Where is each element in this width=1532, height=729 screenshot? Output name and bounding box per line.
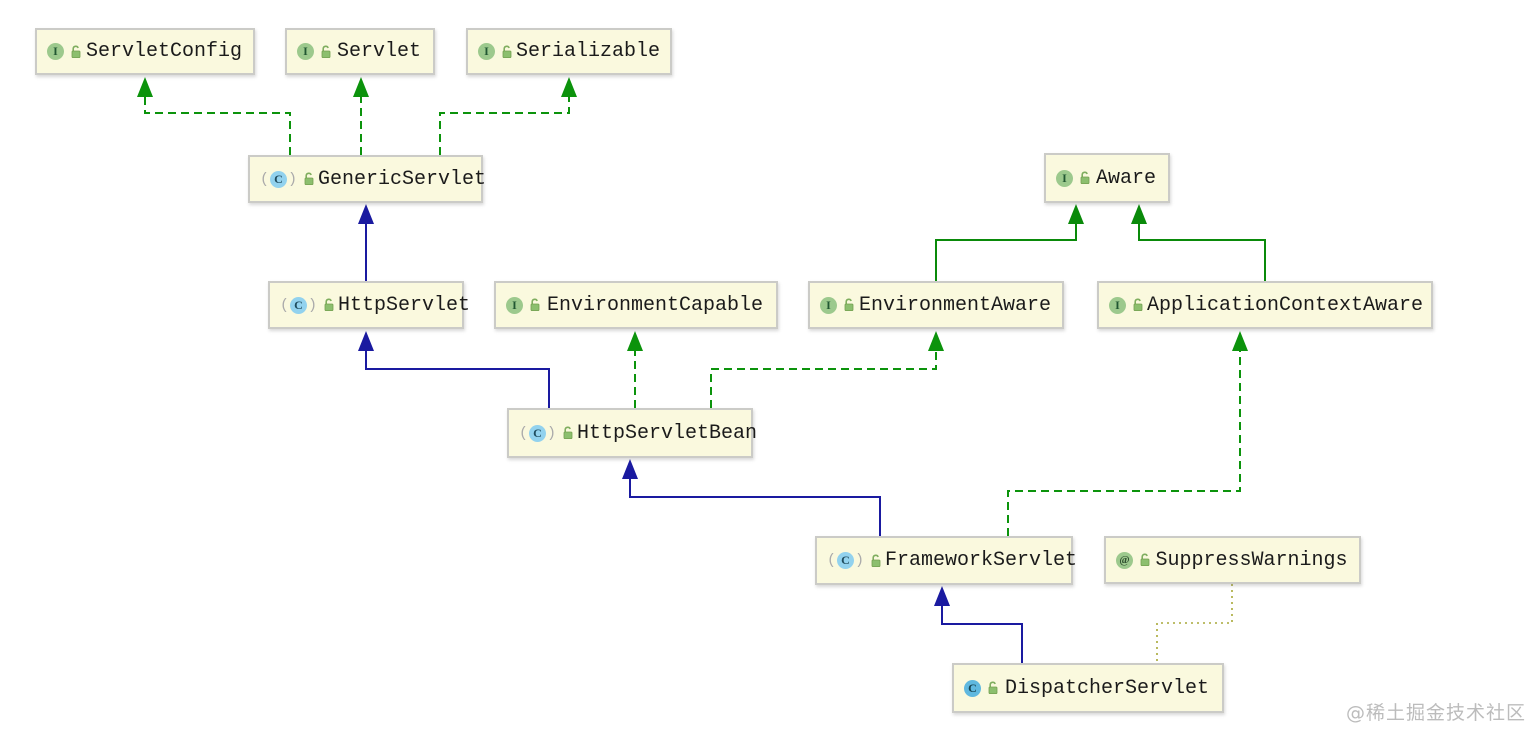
abstract-class-icon: C (280, 296, 317, 314)
node-label: Servlet (336, 40, 421, 63)
class-node-servlet[interactable]: I Servlet (285, 28, 435, 75)
edge-applicationcontextaware-extends-aware (1138, 224, 1266, 281)
interface-icon: I (478, 43, 495, 60)
node-label: SuppressWarnings (1155, 548, 1348, 572)
unlock-icon (1138, 553, 1152, 567)
annotation-node-suppresswarnings[interactable]: @ SuppressWarnings (1104, 536, 1361, 584)
class-node-environmentaware[interactable]: I EnvironmentAware (808, 281, 1064, 329)
extends-arrowheads (358, 204, 950, 606)
unlock-icon (69, 45, 83, 59)
class-icon: C (964, 679, 981, 697)
unlock-icon (986, 681, 1000, 695)
node-label: HttpServletBean (577, 421, 758, 445)
node-label: FrameworkServlet (885, 549, 1078, 572)
abstract-class-icon: C (519, 424, 556, 442)
edge-httpservletbean-implements-environmentaware (710, 351, 937, 408)
node-label: Serializable (516, 40, 661, 63)
edge-frameworkservlet-extends-httpservletbean (629, 479, 881, 536)
edge-dispatcherservlet-extends-frameworkservlet (941, 606, 1023, 663)
class-node-serializable[interactable]: I Serializable (466, 28, 672, 75)
interface-icon: I (1109, 296, 1126, 314)
class-node-servletconfig[interactable]: I ServletConfig (35, 28, 255, 75)
edge-environmentaware-extends-aware (935, 224, 1077, 281)
implements-arrowheads (137, 77, 1248, 351)
unlock-icon (1131, 298, 1145, 312)
class-node-dispatcherservlet[interactable]: C DispatcherServlet (952, 663, 1224, 713)
interface-icon: I (47, 43, 64, 60)
unlock-icon (302, 172, 316, 186)
edge-genericservlet-implements-servletconfig (144, 97, 291, 155)
node-label: ServletConfig (85, 40, 243, 63)
node-label: HttpServlet (338, 293, 471, 317)
node-label: EnvironmentAware (858, 293, 1052, 317)
abstract-class-icon: C (260, 170, 297, 188)
watermark-text: @稀土掘金技术社区 (1345, 702, 1526, 724)
unlock-icon (322, 298, 336, 312)
class-node-frameworkservlet[interactable]: C FrameworkServlet (815, 536, 1077, 585)
class-node-applicationcontextaware[interactable]: I ApplicationContextAware (1097, 281, 1433, 329)
edge-frameworkservlet-implements-applicationcontextaware (1007, 351, 1241, 536)
interface-icon: I (297, 43, 314, 60)
abstract-class-icon: C (827, 552, 864, 569)
interface-icon: I (820, 296, 837, 314)
edge-httpservletbean-extends-httpservlet (365, 351, 550, 408)
node-label: GenericServlet (318, 167, 487, 191)
unlock-icon (1078, 171, 1092, 185)
node-label: ApplicationContextAware (1147, 293, 1424, 317)
class-node-httpservlet[interactable]: C HttpServlet (268, 281, 470, 329)
unlock-icon (319, 45, 333, 59)
class-node-genericservlet[interactable]: C GenericServlet (248, 155, 487, 203)
edge-genericservlet-implements-serializable (439, 97, 570, 155)
unlock-icon (842, 298, 856, 312)
unlock-icon (500, 45, 514, 59)
node-label: Aware (1095, 166, 1156, 190)
class-node-httpservletbean[interactable]: C HttpServletBean (507, 408, 757, 458)
node-label: EnvironmentCapable (546, 293, 764, 317)
annotation-icon: @ (1116, 551, 1133, 569)
interface-icon: I (1056, 169, 1073, 187)
unlock-icon (869, 554, 883, 568)
edge-dispatcherservlet-annotated-suppresswarnings (1156, 584, 1233, 663)
unlock-icon (561, 426, 575, 440)
node-label: DispatcherServlet (1004, 676, 1210, 700)
interface-icon: I (506, 296, 523, 314)
interface-extends-arrowheads (1068, 204, 1147, 224)
unlock-icon (528, 298, 542, 312)
class-node-environmentcapable[interactable]: I EnvironmentCapable (494, 281, 778, 329)
class-node-aware[interactable]: I Aware (1044, 153, 1170, 203)
